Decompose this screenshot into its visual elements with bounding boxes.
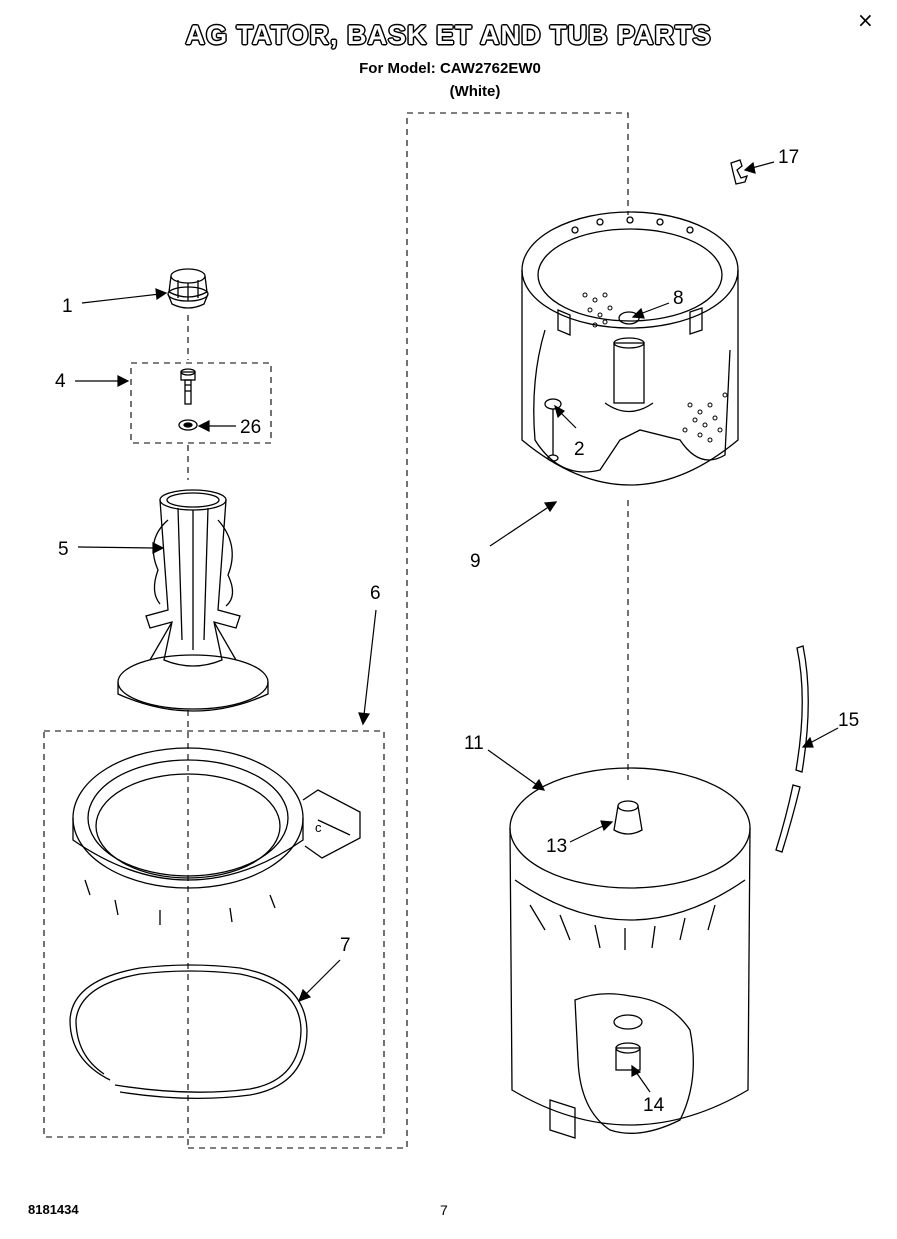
callout-15: 15 [838,710,859,731]
basket-perforations [582,292,728,443]
callout-1: 1 [62,296,73,317]
page-number: 7 [440,1202,448,1218]
callout-13: 13 [546,836,567,857]
callout-7: 7 [340,935,351,956]
leader-arrows [75,161,839,1093]
part-17-clip [730,159,749,185]
callout-14: 14 [643,1095,665,1116]
callout-2: 2 [574,439,585,460]
footer-part-code: 8181434 [28,1202,79,1217]
part-15-hose [775,645,809,853]
callout-8: 8 [673,288,684,309]
part-13-nut [613,800,643,835]
close-icon: × [857,8,874,32]
callout-17: 17 [778,147,799,168]
assembly-lines [43,112,629,1149]
part-5-agitator [117,489,269,712]
part-4-bolt [180,368,196,405]
color-note: (White) [449,83,501,100]
part-6-ring: c [72,747,361,925]
callout-labels: 1 4 26 5 6 7 8 2 9 17 11 13 15 14 [55,147,859,1116]
svg-text:c: c [315,820,322,835]
page-title: AG TATOR, BASK ET AND TUB PARTS [185,20,712,50]
callout-5: 5 [58,539,69,560]
callout-6: 6 [370,583,381,604]
part-1-cap [167,268,209,309]
callout-4: 4 [55,371,66,392]
part-9-basket [521,211,739,486]
model-line: For Model: CAW2762EW0 [359,60,541,77]
callout-11: 11 [464,733,484,754]
callout-9: 9 [470,551,481,572]
part-7-seal [69,964,308,1100]
callout-26: 26 [240,417,261,438]
part-26-washer [178,419,198,431]
part-11-tub [509,767,751,1139]
